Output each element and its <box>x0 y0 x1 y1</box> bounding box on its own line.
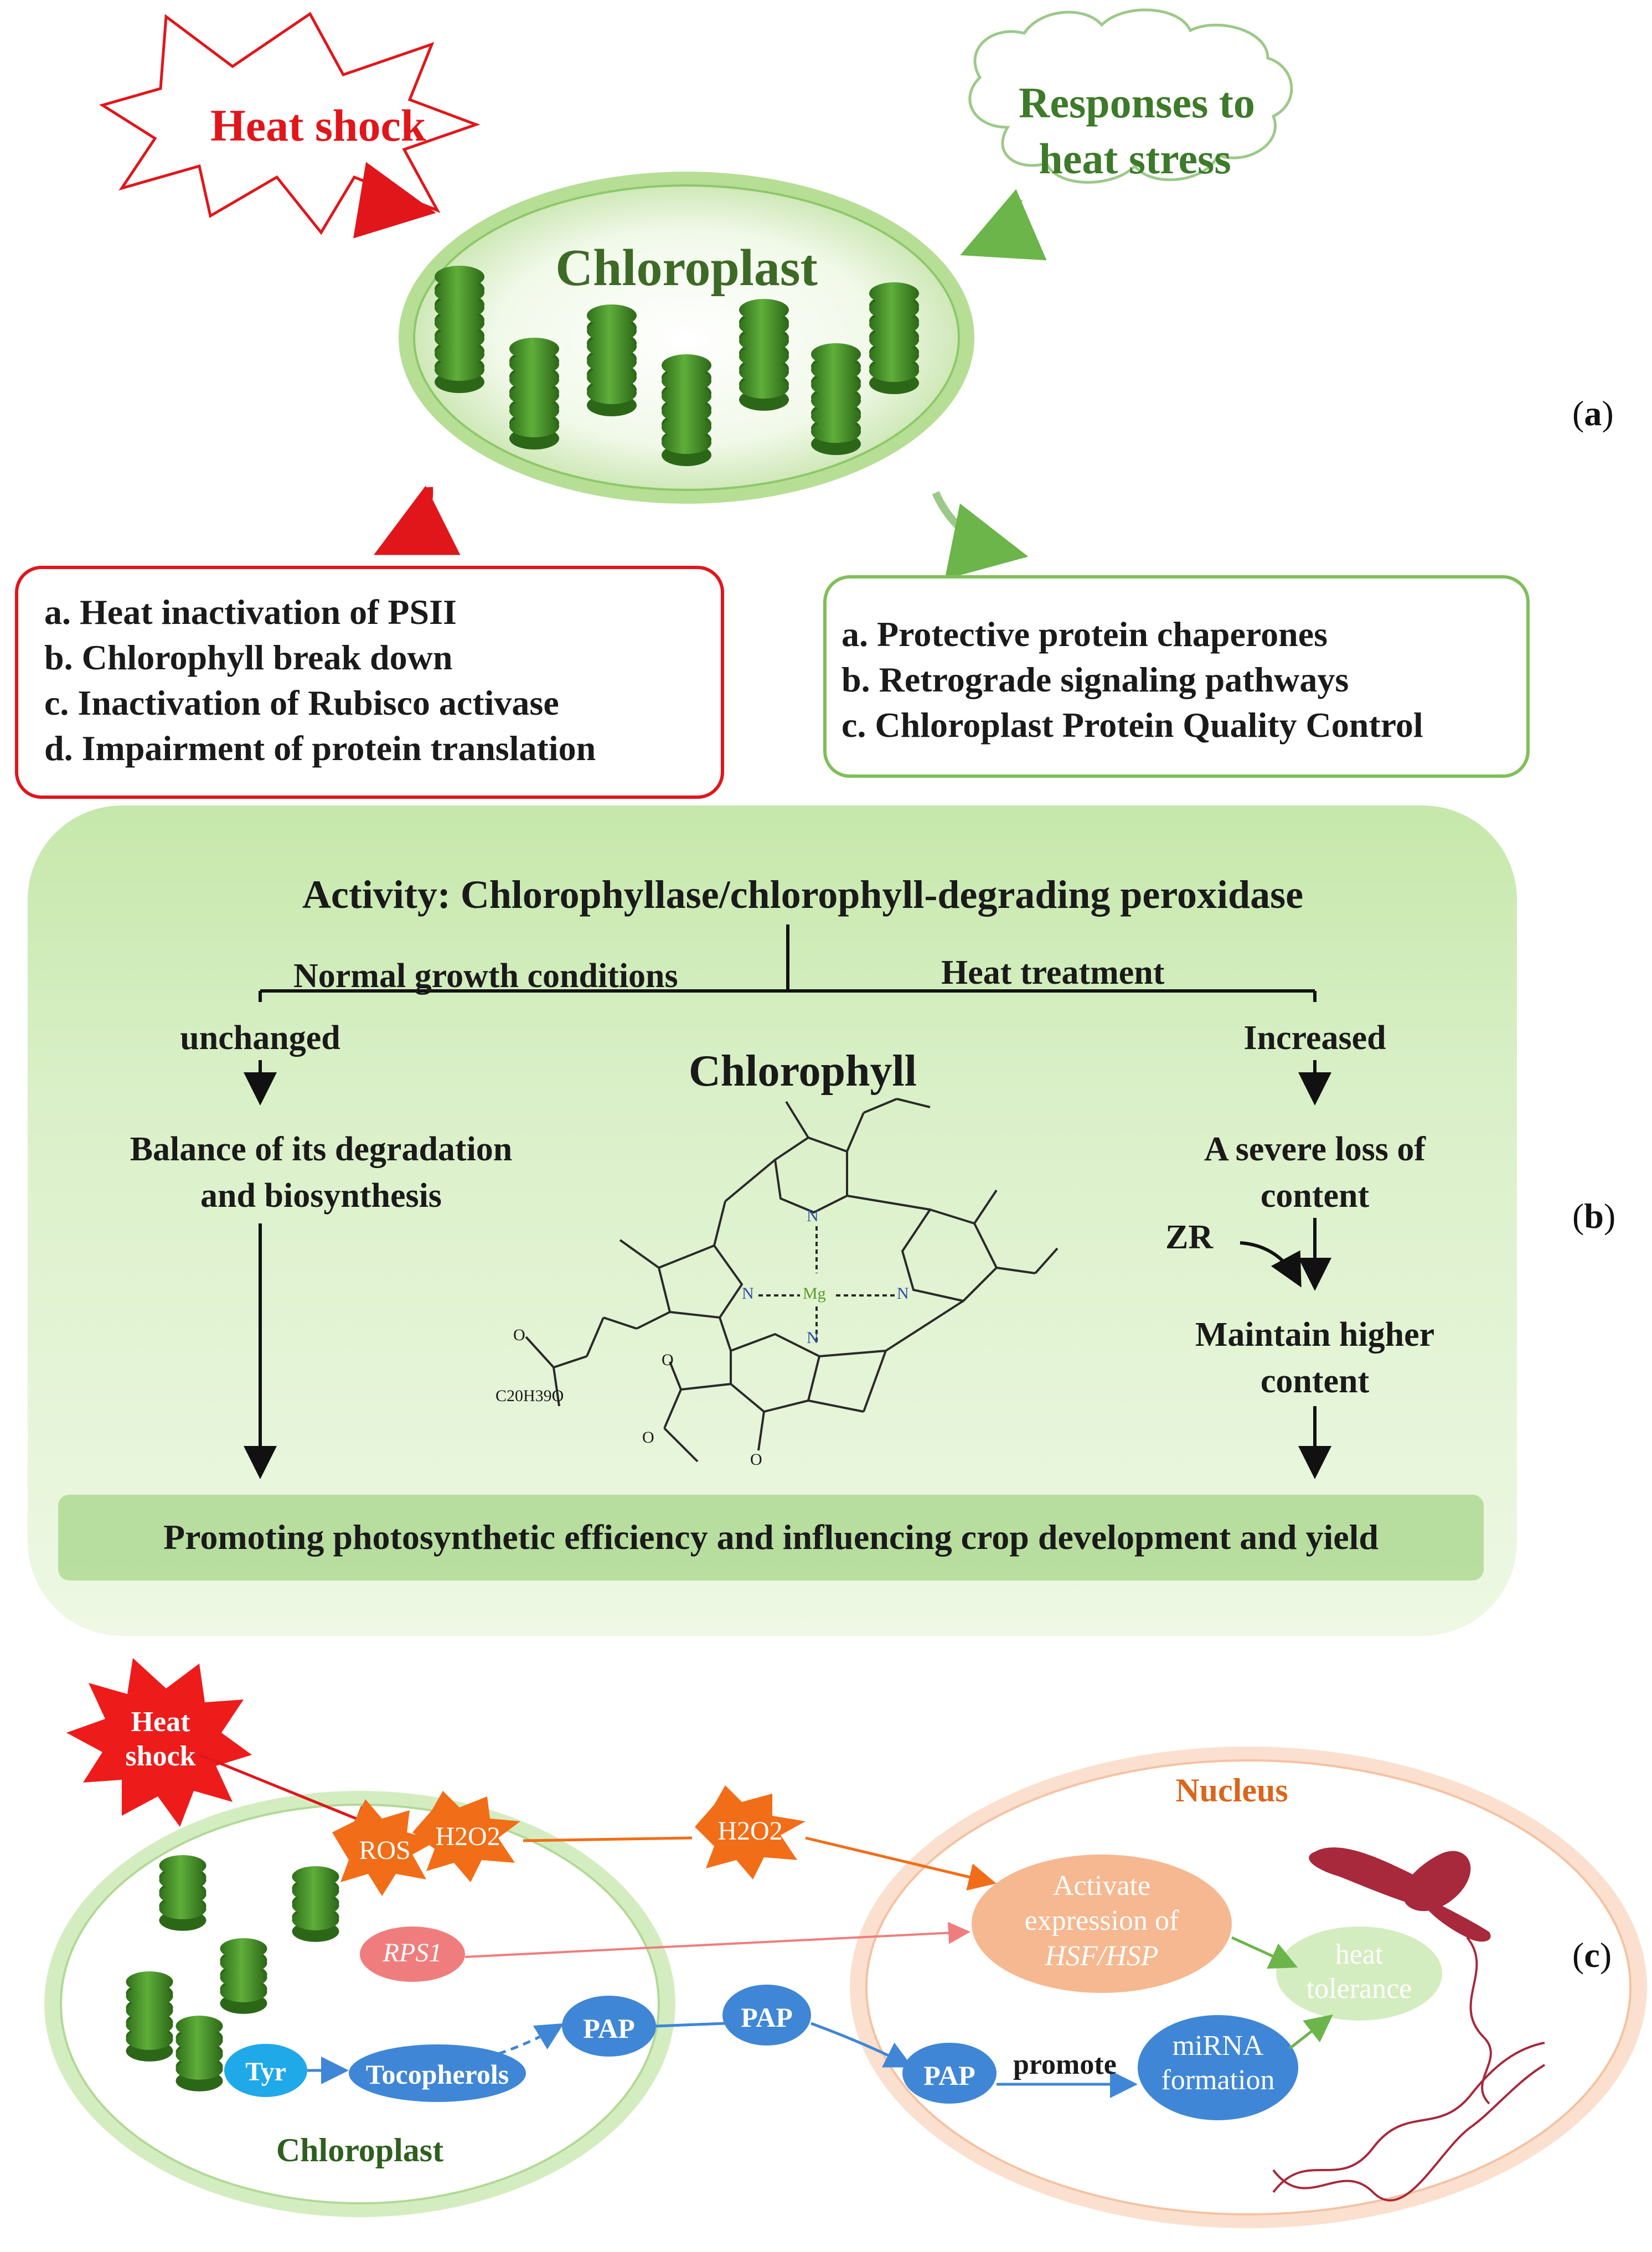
mirna-label: miRNA formation <box>1161 2030 1275 2096</box>
damage-list: a. Heat inactivation of PSII b. Chloroph… <box>44 590 596 771</box>
maintain-label: Maintain higher content <box>1195 1316 1435 1400</box>
severe-loss-label: A severe loss of content <box>1204 1130 1426 1215</box>
atom-n-top: N <box>807 1207 819 1225</box>
panel-b-background <box>28 805 1517 1636</box>
h2o2-arrow-1 <box>523 1836 693 1842</box>
panel-label-c: (c) <box>1572 1935 1612 1975</box>
activate-label: Activate expression of HSF/HSP <box>1024 1870 1179 1972</box>
heat-tolerance-oval <box>1276 1926 1442 2021</box>
activate-oval <box>972 1855 1232 1993</box>
activity-title: Activity: Chlorophyllase/chlorophyll-deg… <box>302 872 1304 917</box>
h2o2-left-label: H2O2 <box>435 1822 500 1851</box>
damage-item: c. Inactivation of Rubisco activase <box>44 683 559 722</box>
atom-n-bottom: N <box>807 1329 819 1347</box>
chlorophyll-title: Chlorophyll <box>689 1047 917 1096</box>
response-cloud <box>968 8 1293 184</box>
tocopherols-blob <box>349 2044 526 2102</box>
ros-label: ROS <box>359 1836 411 1865</box>
unchanged-label: unchanged <box>180 1019 340 1057</box>
atom-o-4: O <box>750 1450 762 1469</box>
atom-mg: Mg <box>803 1284 826 1303</box>
damage-item: d. Impairment of protein translation <box>44 728 596 768</box>
h2o2-burst-right <box>695 1785 806 1879</box>
mirna-oval <box>1138 2015 1298 2120</box>
increased-label: Increased <box>1243 1019 1386 1057</box>
atom-o-2: O <box>662 1351 674 1369</box>
response-item: b. Retrograde signaling pathways <box>842 659 1349 699</box>
damage-arrow <box>373 485 461 555</box>
grana-stacks-a <box>435 266 919 466</box>
pap-blob-3 <box>902 2043 997 2104</box>
balance-label: Balance of its degradation and biosynthe… <box>130 1130 513 1215</box>
chromosome-icon <box>1309 1847 1491 1942</box>
atom-o-1: O <box>513 1326 525 1344</box>
chlorophyll-structure <box>525 1098 1059 1463</box>
response-box <box>823 575 1530 778</box>
damage-item: a. Heat inactivation of PSII <box>44 592 457 632</box>
atom-n-right: N <box>897 1284 909 1303</box>
rps1-label: RPS1 <box>383 1938 442 1967</box>
heat-shock-label: Heat shock <box>210 100 426 151</box>
zr-arrow <box>1240 1241 1302 1288</box>
heat-shock-burst-c <box>66 1658 252 1827</box>
response-list: a. Protective protein chaperones b. Retr… <box>842 612 1423 748</box>
response-item: c. Chloroplast Protein Quality Control <box>842 705 1423 745</box>
promote-label: promote <box>1013 2049 1117 2080</box>
dna-strand-icon <box>1272 1936 1546 2202</box>
damage-box <box>15 566 724 799</box>
cloud-arrow-a <box>960 189 1047 261</box>
pap-label-3: PAP <box>923 2060 975 2091</box>
panel-label-b: (b) <box>1572 1196 1616 1236</box>
heat-arrow-a <box>353 162 436 239</box>
tyr-label: Tyr <box>245 2057 286 2086</box>
responses-label: Responses to heat stress <box>1019 79 1255 183</box>
response-item: a. Protective protein chaperones <box>842 614 1328 654</box>
h2o2-burst-left <box>412 1791 520 1882</box>
panel-label-a: (a) <box>1572 394 1614 433</box>
zr-label: ZR <box>1165 1218 1214 1256</box>
pap-label-1: PAP <box>583 2013 635 2044</box>
grana-stacks-c <box>126 1855 339 2091</box>
tocopherols-label: Tocopherols <box>365 2059 509 2090</box>
bottom-banner-text: Promoting photosynthetic efficiency and … <box>163 1517 1379 1557</box>
nucleus-label: Nucleus <box>1175 1772 1288 1809</box>
tyr-blob <box>224 2044 307 2097</box>
rps1-arrow <box>464 1922 970 1958</box>
h2o2-arrow-2 <box>805 1836 997 1891</box>
heat-shock-arrow-c <box>199 1753 382 1832</box>
chloroplast-title-a: Chloroplast <box>555 239 818 297</box>
pap-blob-1 <box>562 1996 656 2057</box>
bottom-banner <box>58 1495 1484 1580</box>
atom-n-left: N <box>742 1284 754 1303</box>
damage-item: b. Chlorophyll break down <box>44 637 453 677</box>
pap-label-2: PAP <box>741 2002 793 2033</box>
heat-tolerance-label: heat tolerance <box>1306 1939 1412 2005</box>
chloroplast-c-label: Chloroplast <box>276 2132 444 2168</box>
ros-burst <box>332 1799 437 1896</box>
normal-conditions-label: Normal growth conditions <box>293 957 678 995</box>
response-arrow <box>932 491 1029 580</box>
heat-treatment-label: Heat treatment <box>941 954 1165 991</box>
rps1-oval <box>360 1926 465 1982</box>
side-chain-label: C20H39O <box>495 1387 564 1405</box>
heat-shock-c-label: Heat shock <box>125 1706 196 1773</box>
pap-blob-2 <box>722 1985 811 2046</box>
h2o2-right-label: H2O2 <box>717 1816 783 1846</box>
atom-o-3: O <box>642 1428 654 1447</box>
